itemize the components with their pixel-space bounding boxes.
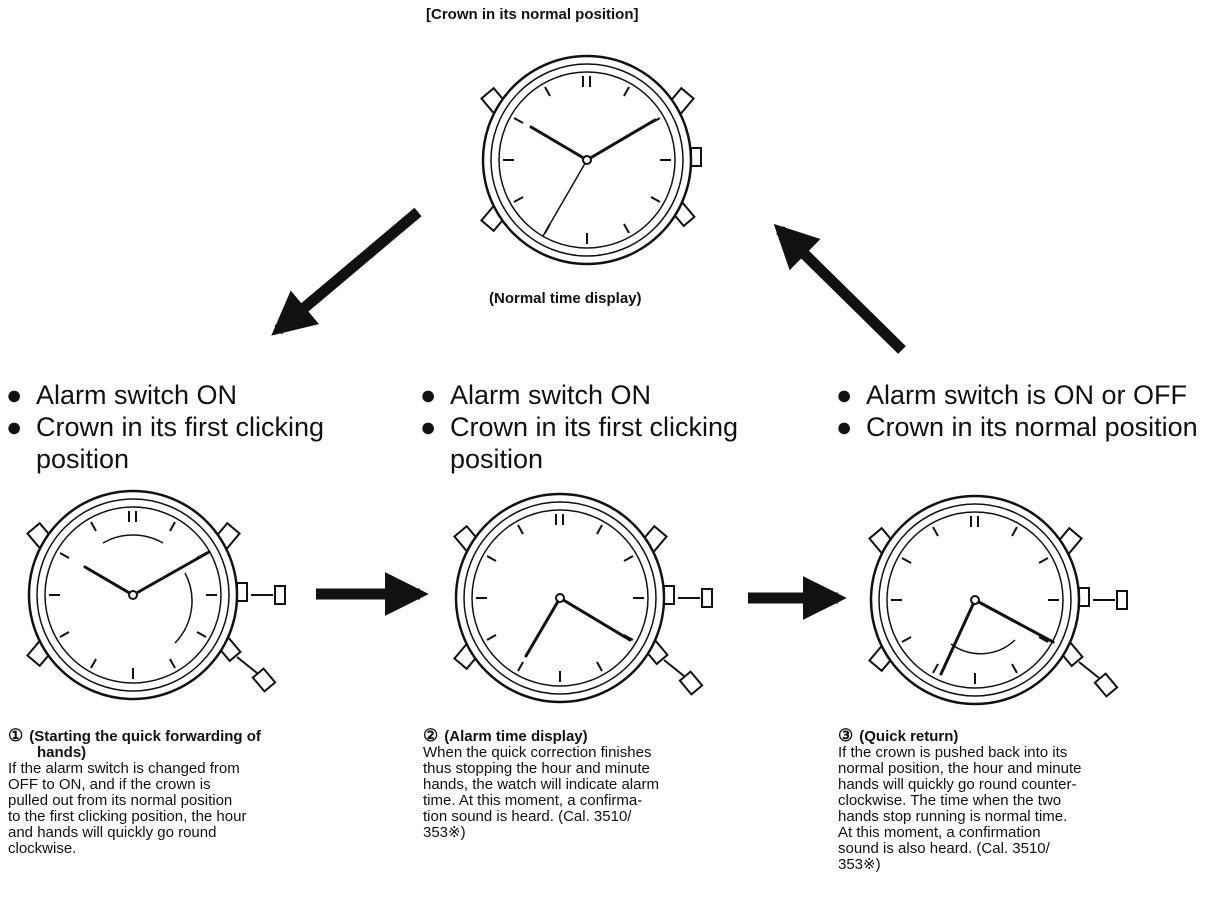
top-watch [480, 54, 702, 266]
body-line: 353※) [838, 856, 881, 873]
body-line: time. At this moment, a confirma- [423, 792, 643, 809]
step-number: ③ [838, 726, 854, 745]
body-line: OFF to ON, and if the crown is [8, 776, 211, 793]
normal-caption: (Normal time display) [489, 290, 642, 307]
body-line: thus stopping the hour and minute [423, 760, 650, 777]
arrow-down-left [271, 207, 422, 336]
second-hand [542, 159, 588, 237]
body-line: At this moment, a confirmation [838, 824, 1041, 841]
bullet-item: ●Crown in its normal position [836, 412, 1198, 442]
body-line: hands, the watch will indicate alarm [423, 776, 659, 793]
bullet-item: ●Crown in its first clicking [420, 412, 739, 442]
minute-hand [585, 118, 657, 162]
bullet-dot: ● [420, 380, 437, 410]
body-line: to the first clicking position, the hour [8, 808, 247, 825]
crown-indicator [236, 656, 277, 693]
step-heading: ③(Quick return) [838, 726, 959, 745]
step-number: ② [423, 726, 439, 745]
panel-2-conditions: ●Alarm switch ON ●Crown in its first cli… [420, 379, 800, 475]
body-line: hands stop running is normal time. [838, 808, 1068, 825]
bullet-dot: ● [836, 380, 853, 410]
pull-indicator [251, 585, 286, 605]
watch-2 [453, 492, 713, 704]
body-line: If the alarm switch is changed from [8, 760, 240, 777]
motion-arc [174, 572, 193, 644]
watch-3 [868, 494, 1128, 706]
arrow-up-left [773, 223, 906, 354]
step-heading-cont: hands) [37, 744, 87, 761]
body-line: When the quick correction finishes [423, 744, 652, 761]
step-heading: ②(Alarm time display) [423, 726, 588, 745]
body-line: normal position, the hour and minute [838, 760, 1082, 777]
panel-1-description: ①(Starting the quick forwarding of hands… [8, 726, 378, 857]
step-heading: ①(Starting the quick forwarding of [8, 726, 261, 745]
bullet-dot: ● [420, 412, 437, 442]
bullet-item: ●Alarm switch ON [420, 380, 652, 410]
bullet-dot: ● [836, 412, 853, 442]
body-line: tion sound is heard. (Cal. 3510/ [423, 808, 632, 825]
bullet-item: ●Crown in its first clicking [6, 412, 325, 442]
bullet-dot: ● [6, 380, 23, 410]
body-line: If the crown is pushed back into its [838, 744, 1068, 761]
bullet-item: ●Alarm switch ON [6, 380, 238, 410]
motion-arc [102, 534, 164, 544]
body-line: hands will quickly go round counter- [838, 776, 1077, 793]
body-line: pulled out from its normal position [8, 792, 233, 809]
body-line: 353※) [423, 824, 466, 841]
bullet-continuation: position [36, 444, 130, 474]
hour-hand [529, 125, 589, 162]
panel-3-conditions: ●Alarm switch is ON or OFF ●Crown in its… [836, 379, 1226, 443]
watch-1 [26, 489, 286, 701]
body-line: sound is also heard. (Cal. 3510/ [838, 840, 1050, 857]
body-line: and hands will quickly go round [8, 824, 217, 841]
body-line: clockwise. The time when the two [838, 792, 1062, 809]
bullet-continuation: position [450, 444, 544, 474]
bullet-dot: ● [6, 412, 23, 442]
top-caption: [Crown in its normal position] [426, 6, 639, 23]
panel-2-description: ②(Alarm time display) When the quick cor… [423, 726, 793, 841]
panel-3-description: ③(Quick return) If the crown is pushed b… [838, 726, 1218, 873]
pusher-right [690, 147, 702, 167]
step-number: ① [8, 726, 24, 745]
panel-1-conditions: ●Alarm switch ON ●Crown in its first cli… [6, 379, 386, 475]
bullet-item: ●Alarm switch is ON or OFF [836, 380, 1188, 410]
body-line: clockwise. [8, 840, 77, 857]
